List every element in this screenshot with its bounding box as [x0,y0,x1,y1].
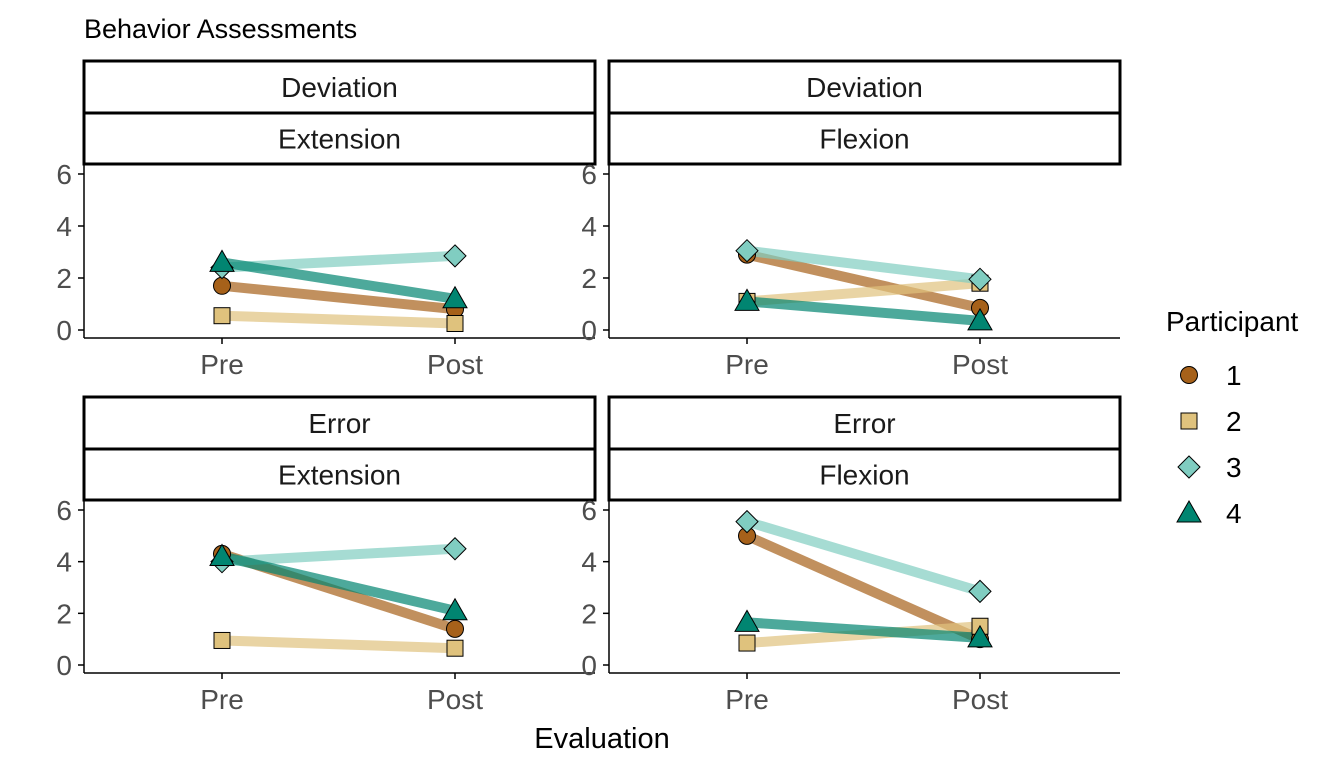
x-tick-label: Post [427,684,483,715]
series-line-participant-4 [220,551,457,616]
x-tick-label: Post [952,684,1008,715]
facet-strip-bottom-label: Extension [278,124,401,155]
facet-strip-top-label: Error [833,408,895,439]
series-line-participant-4 [221,257,456,304]
y-tick-label: 6 [581,495,597,526]
y-tick-label: 4 [581,211,597,242]
y-tick-label: 2 [581,263,597,294]
series-line-participant-1 [745,249,982,313]
series-line-participant-2 [746,278,981,307]
facet-strip-top [82,395,597,451]
y-tick-label: 4 [56,547,72,578]
data-point-participant-2 [213,307,231,325]
data-point-participant-4 [967,307,993,331]
data-point-participant-2 [213,631,231,649]
chart-title: Behavior Assessments [84,14,357,44]
legend-key-3 [1177,455,1201,479]
data-point-participant-4 [209,543,235,566]
data-point-participant-1 [446,619,464,638]
y-tick-label: 0 [581,315,597,346]
series-line-participant-3 [746,245,981,285]
data-point-participant-4 [442,285,468,309]
data-point-participant-4 [734,288,760,311]
facet-strip-bottom [82,111,597,166]
facet-strip-top-label: Deviation [281,72,398,103]
series-line-participant-3 [745,516,982,597]
series-line-participant-3 [221,543,456,567]
series-line-participant-2 [221,635,456,654]
y-tick-label: 0 [581,650,597,681]
data-point-participant-3 [968,267,992,292]
data-point-participant-4 [734,609,760,632]
facet-strip-bottom-label: Extension [278,460,401,491]
facet-strip-top-label: Error [308,408,370,439]
series-line-participant-1 [221,280,456,315]
y-tick-label: 4 [581,547,597,578]
y-tick-label: 0 [56,315,72,346]
x-tick-label: Pre [725,684,769,715]
y-tick-label: 2 [56,263,72,294]
legend-label: 2 [1226,406,1242,437]
x-tick-label: Pre [200,349,244,380]
data-point-participant-2 [446,639,464,657]
series-line-participant-1 [744,531,983,644]
legend-label: 3 [1226,452,1242,483]
legend-label: 4 [1226,498,1242,529]
y-tick-label: 2 [56,598,72,629]
facet-strip-bottom [607,447,1122,502]
facet-strip-bottom [607,111,1122,166]
y-tick-label: 4 [56,211,72,242]
y-tick-label: 6 [581,159,597,190]
data-point-participant-2 [446,315,464,332]
x-tick-label: Pre [725,349,769,380]
data-point-participant-3 [443,244,467,268]
legend-key-1 [1180,366,1198,384]
x-tick-label: Pre [200,684,244,715]
data-point-participant-1 [213,276,231,295]
facet-strip-top-label: Deviation [806,72,923,103]
legend-key-2 [1180,412,1198,430]
series-line-participant-2 [221,310,456,329]
data-point-participant-3 [735,509,759,534]
facet-strip-bottom-label: Flexion [819,124,909,155]
data-point-participant-3 [443,537,467,561]
legend-key-4 [1176,499,1202,523]
legend-title: Participant [1166,306,1299,337]
data-point-participant-3 [968,579,992,604]
facet-strip-bottom-label: Flexion [819,460,909,491]
y-tick-label: 6 [56,159,72,190]
series-line-participant-4 [746,617,981,643]
y-tick-label: 6 [56,495,72,526]
legend: Participant 1 2 3 4 [1166,306,1299,529]
data-point-participant-3 [735,238,759,263]
x-tick-label: Post [427,349,483,380]
data-point-participant-2 [738,634,756,652]
facet-strip-bottom [82,447,597,502]
series-line-participant-4 [746,296,981,326]
data-point-participant-4 [967,624,993,648]
x-tick-label: Post [952,349,1008,380]
x-axis-title: Evaluation [534,723,669,755]
facet-strip-top [82,59,597,115]
y-tick-label: 2 [581,598,597,629]
y-tick-label: 0 [56,650,72,681]
data-point-participant-4 [209,249,235,272]
legend-label: 1 [1226,360,1242,391]
data-point-participant-4 [442,597,468,621]
